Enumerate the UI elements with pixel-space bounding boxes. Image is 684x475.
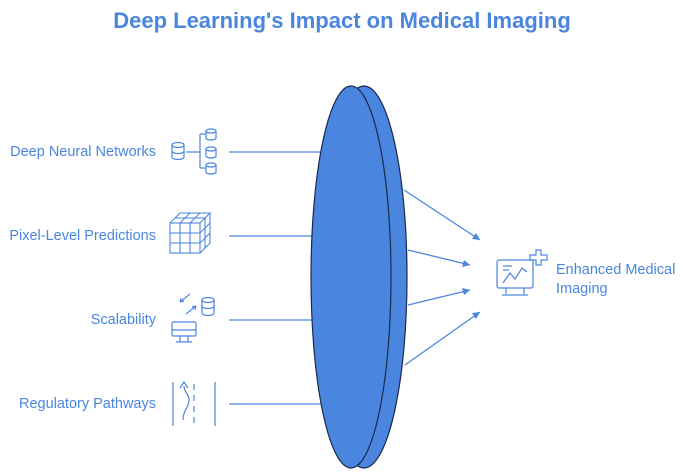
input-label-regulatory-pathways: Regulatory Pathways	[18, 396, 156, 412]
output-label-line2: Imaging	[556, 281, 608, 297]
output-arrow-4	[404, 311, 481, 366]
output-arrow-3	[407, 289, 471, 306]
output-arrow-1	[403, 189, 481, 241]
input-label-pixel-level-predictions: Pixel-Level Predictions	[9, 228, 156, 244]
lens-shape	[310, 85, 408, 469]
output-label-line1: Enhanced Medical	[556, 262, 676, 278]
diagram-title: Deep Learning's Impact on Medical Imagin…	[113, 8, 571, 33]
medical-monitor-icon	[496, 249, 548, 296]
input-label-deep-neural-networks: Deep Neural Networks	[10, 144, 156, 160]
road-path-icon	[172, 380, 216, 426]
output-label: Enhanced Medical Imaging	[556, 261, 675, 299]
server-sync-icon	[171, 293, 215, 343]
database-tree-icon	[171, 128, 217, 175]
input-label-scalability: Scalability	[90, 312, 156, 328]
cube-grid-icon	[169, 212, 212, 254]
output-arrow-2	[407, 249, 471, 266]
